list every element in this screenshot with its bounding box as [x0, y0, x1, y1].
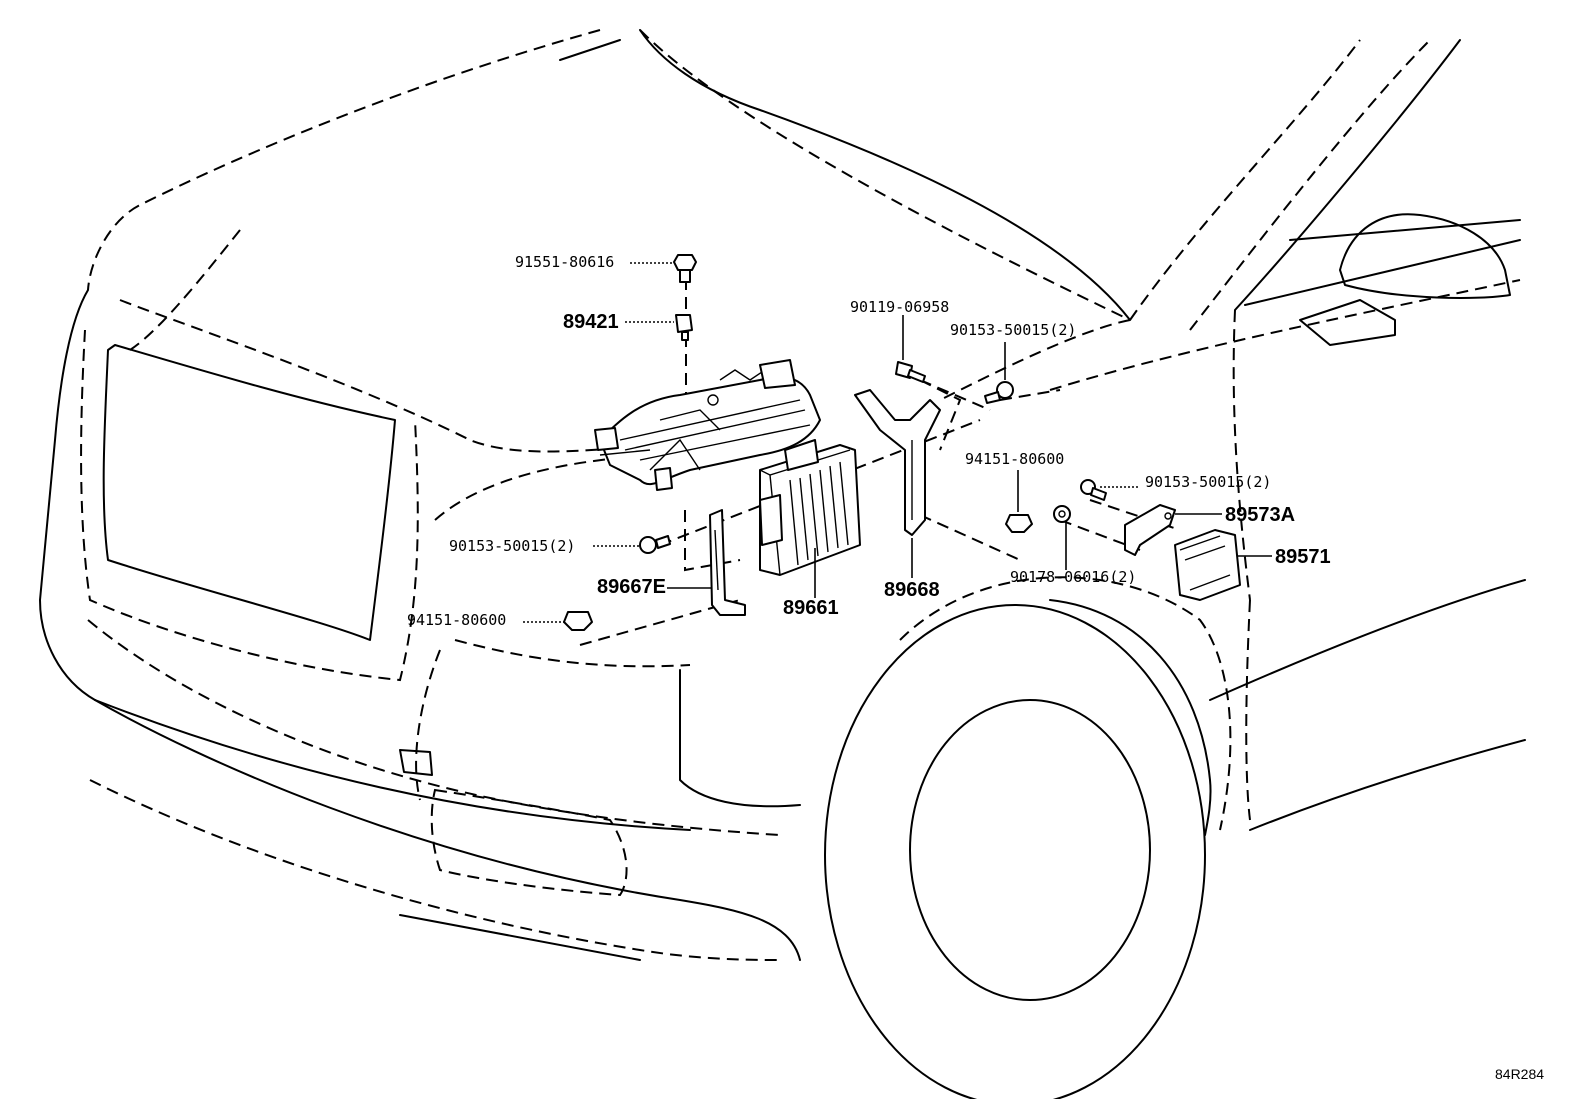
ecu-89661: [759, 439, 861, 576]
label-89573a[interactable]: 89573A: [1225, 504, 1296, 526]
engine-room-harness: [594, 359, 821, 491]
bracket-89668: [854, 389, 941, 536]
label-90119-06958[interactable]: 90119-06958: [850, 298, 950, 316]
bolt-90153-50015-top: [984, 381, 1014, 404]
nut-94151-80600-right: [1005, 514, 1033, 533]
bolt-90153-50015-right: [1080, 479, 1107, 501]
label-89661[interactable]: 89661: [783, 597, 839, 619]
bolt-91551-80616: [673, 254, 697, 283]
leader-lines: [523, 262, 1272, 623]
nut-94151-80600-left: [563, 611, 593, 631]
label-89668[interactable]: 89668: [884, 579, 940, 601]
label-89667e[interactable]: 89667E: [597, 576, 666, 598]
label-94151-80600-left[interactable]: 94151-80600: [407, 611, 507, 629]
module-89571: [1174, 529, 1241, 601]
car-body-outline: [39, 29, 1526, 1099]
bolt-90119-06958: [895, 361, 926, 383]
label-90153-50015-left[interactable]: 90153-50015(2): [449, 537, 576, 555]
label-89571[interactable]: 89571: [1275, 546, 1331, 568]
sensor-89421: [675, 314, 693, 341]
label-90178-06016[interactable]: 90178-06016(2): [1010, 568, 1137, 586]
bracket-89667e: [709, 509, 746, 616]
label-91551-80616[interactable]: 91551-80616: [515, 253, 615, 271]
label-90153-50015-right[interactable]: 90153-50015(2): [1145, 473, 1272, 491]
label-89421[interactable]: 89421: [563, 311, 619, 333]
label-94151-80600-right[interactable]: 94151-80600: [965, 450, 1065, 468]
bolt-90153-50015-left: [639, 535, 671, 554]
nut-90178-06016: [1053, 505, 1071, 523]
diagram-code: 84R284: [1495, 1066, 1545, 1082]
label-90153-50015-top[interactable]: 90153-50015(2): [950, 321, 1077, 339]
bracket-89573a: [1124, 504, 1176, 556]
